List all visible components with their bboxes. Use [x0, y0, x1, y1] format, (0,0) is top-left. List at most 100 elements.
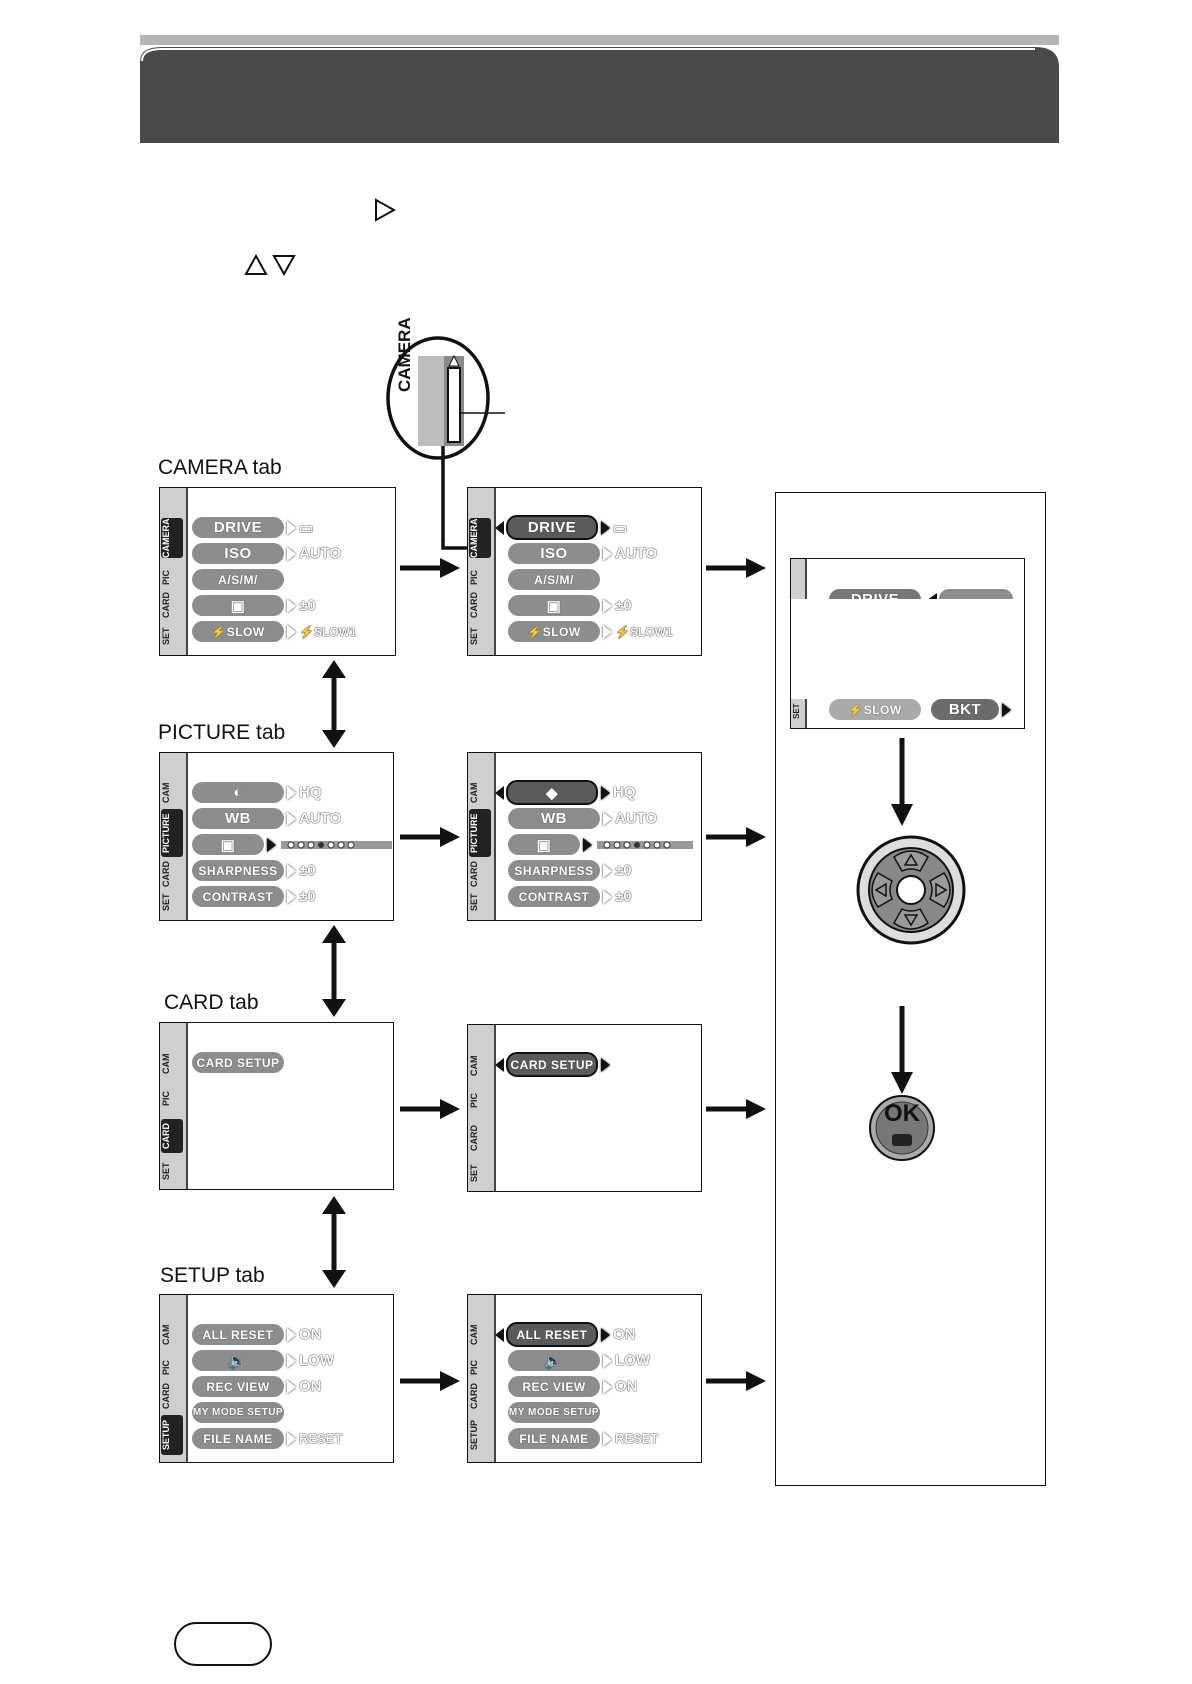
menu-row[interactable]: 🔈 LOW: [508, 1349, 650, 1372]
menu-item-sharpness[interactable]: SHARPNESS: [508, 860, 600, 881]
menu-row[interactable]: 🔈 LOW: [192, 1349, 334, 1372]
menu-item-exposure[interactable]: ▣: [508, 595, 600, 616]
side-tab-card[interactable]: CARD: [469, 1125, 479, 1151]
side-tab-card[interactable]: CARD: [161, 1119, 183, 1153]
menu-item-card-setup[interactable]: CARD SETUP: [192, 1052, 284, 1073]
menu-row-selected[interactable]: ALL RESET ON: [495, 1322, 636, 1347]
menu-item-flash[interactable]: ⚡SLOW: [508, 621, 600, 642]
menu-item-wb[interactable]: WB: [508, 808, 600, 829]
menu-item-rec-view[interactable]: REC VIEW: [508, 1376, 600, 1397]
side-tab-cam[interactable]: CAM: [469, 782, 479, 804]
side-tab-camera[interactable]: CAMERA: [469, 518, 491, 558]
side-tab-set[interactable]: SET: [469, 1164, 479, 1182]
menu-item-volume[interactable]: 🔈: [192, 1350, 284, 1371]
menu-item-wb-adjust[interactable]: ▣: [192, 834, 264, 855]
side-tab-card[interactable]: CARD: [161, 592, 171, 618]
menu-row-selected[interactable]: CARD SETUP: [495, 1052, 613, 1077]
submenu-item-flash[interactable]: ⚡SLOW: [829, 699, 921, 720]
menu-item-drive[interactable]: DRIVE: [192, 517, 284, 538]
menu-row[interactable]: ISO AUTO: [508, 542, 657, 565]
submenu-bottom-left[interactable]: ⚡SLOW: [829, 699, 921, 720]
menu-item-quality[interactable]: ◐: [192, 782, 284, 803]
menu-row[interactable]: REC VIEW ON: [192, 1375, 322, 1398]
side-tab-cam[interactable]: CAM: [161, 1053, 171, 1075]
side-tab-cam[interactable]: CAM: [469, 1055, 479, 1077]
menu-row[interactable]: MY MODE SETUP: [508, 1401, 600, 1424]
menu-item-file-name[interactable]: FILE NAME: [192, 1428, 284, 1449]
menu-item-quality[interactable]: ◆: [506, 780, 598, 805]
side-tab-cam[interactable]: CAM: [161, 782, 171, 804]
menu-row[interactable]: ▣ ±0: [192, 594, 316, 617]
side-tab-card[interactable]: CARD: [469, 592, 479, 618]
menu-item-my-mode-setup[interactable]: MY MODE SETUP: [508, 1402, 600, 1423]
side-tab-cam[interactable]: CAM: [469, 1324, 479, 1346]
side-tab-set[interactable]: SET: [161, 627, 171, 645]
menu-item-flash[interactable]: ⚡SLOW: [192, 621, 284, 642]
side-tab-pic[interactable]: PIC: [161, 1090, 171, 1106]
menu-row[interactable]: ALL RESET ON: [192, 1323, 322, 1346]
ok-button-icon[interactable]: [868, 1094, 936, 1162]
side-tab-setup[interactable]: SETUP: [469, 1420, 479, 1451]
menu-row[interactable]: MY MODE SETUP: [192, 1401, 284, 1424]
submenu-item-bkt[interactable]: BKT: [931, 699, 999, 720]
side-tab-picture[interactable]: PICTURE: [161, 809, 183, 857]
submenu-bottom-right[interactable]: BKT: [931, 699, 1014, 720]
menu-row[interactable]: A/S/M/: [192, 568, 284, 591]
menu-item-mode[interactable]: A/S/M/: [192, 569, 284, 590]
menu-item-wb[interactable]: WB: [192, 808, 284, 829]
side-tab-set[interactable]: SET: [469, 893, 479, 911]
menu-row[interactable]: REC VIEW ON: [508, 1375, 638, 1398]
side-tab-set[interactable]: SET: [792, 703, 801, 719]
side-tab-setup[interactable]: SETUP: [161, 1415, 183, 1455]
menu-item-sharpness[interactable]: SHARPNESS: [192, 860, 284, 881]
side-tab-pic[interactable]: PIC: [469, 569, 479, 585]
side-tab-card[interactable]: CARD: [469, 1383, 479, 1409]
menu-row[interactable]: CONTRAST ±0: [192, 885, 316, 908]
menu-item-wb-adjust[interactable]: ▣: [508, 834, 580, 855]
menu-item-iso[interactable]: ISO: [508, 543, 600, 564]
menu-item-all-reset[interactable]: ALL RESET: [192, 1324, 284, 1345]
side-tab-pic[interactable]: PIC: [161, 569, 171, 585]
menu-row[interactable]: SHARPNESS ±0: [192, 859, 316, 882]
menu-row[interactable]: WB AUTO: [192, 807, 341, 830]
side-tab-picture[interactable]: PICTURE: [469, 809, 491, 857]
menu-item-iso[interactable]: ISO: [192, 543, 284, 564]
menu-item-exposure[interactable]: ▣: [192, 595, 284, 616]
menu-item-volume[interactable]: 🔈: [508, 1350, 600, 1371]
menu-row[interactable]: SHARPNESS ±0: [508, 859, 632, 882]
menu-row[interactable]: ▣: [508, 833, 695, 856]
side-tab-card[interactable]: CARD: [161, 861, 171, 887]
menu-row[interactable]: A/S/M/: [508, 568, 600, 591]
side-tab-set[interactable]: SET: [161, 1162, 171, 1180]
menu-item-rec-view[interactable]: REC VIEW: [192, 1376, 284, 1397]
menu-row[interactable]: CONTRAST ±0: [508, 885, 632, 908]
menu-row[interactable]: CARD SETUP: [192, 1051, 284, 1074]
menu-row[interactable]: ⚡SLOW ⚡SLOW1: [192, 620, 357, 643]
menu-item-all-reset[interactable]: ALL RESET: [506, 1322, 598, 1347]
menu-row-selected[interactable]: ◆ HQ: [495, 780, 636, 805]
arrow-pad-icon[interactable]: [856, 835, 966, 945]
menu-row[interactable]: ▣: [192, 833, 393, 856]
menu-row[interactable]: DRIVE ▭: [192, 516, 313, 539]
menu-row[interactable]: ◐ HQ: [192, 781, 322, 804]
menu-row-selected[interactable]: DRIVE ▭: [495, 515, 627, 540]
side-tab-set[interactable]: SET: [161, 893, 171, 911]
menu-item-file-name[interactable]: FILE NAME: [508, 1428, 600, 1449]
menu-item-contrast[interactable]: CONTRAST: [508, 886, 600, 907]
side-tab-card[interactable]: CARD: [161, 1383, 171, 1409]
menu-row[interactable]: FILE NAME RESET: [508, 1427, 658, 1450]
menu-row[interactable]: ⚡SLOW ⚡SLOW1: [508, 620, 673, 643]
side-tab-camera[interactable]: CAMERA: [161, 518, 183, 558]
side-tab-pic[interactable]: PIC: [469, 1359, 479, 1375]
side-tab-pic[interactable]: PIC: [469, 1092, 479, 1108]
menu-row[interactable]: FILE NAME RESET: [192, 1427, 342, 1450]
menu-item-mode[interactable]: A/S/M/: [508, 569, 600, 590]
menu-item-drive[interactable]: DRIVE: [506, 515, 598, 540]
side-tab-set[interactable]: SET: [469, 627, 479, 645]
menu-item-my-mode-setup[interactable]: MY MODE SETUP: [192, 1402, 284, 1423]
side-tab-card[interactable]: CARD: [469, 861, 479, 887]
side-tab-cam[interactable]: CAM: [161, 1324, 171, 1346]
side-tab-pic[interactable]: PIC: [161, 1359, 171, 1375]
menu-row[interactable]: ISO AUTO: [192, 542, 341, 565]
menu-item-card-setup[interactable]: CARD SETUP: [506, 1052, 598, 1077]
